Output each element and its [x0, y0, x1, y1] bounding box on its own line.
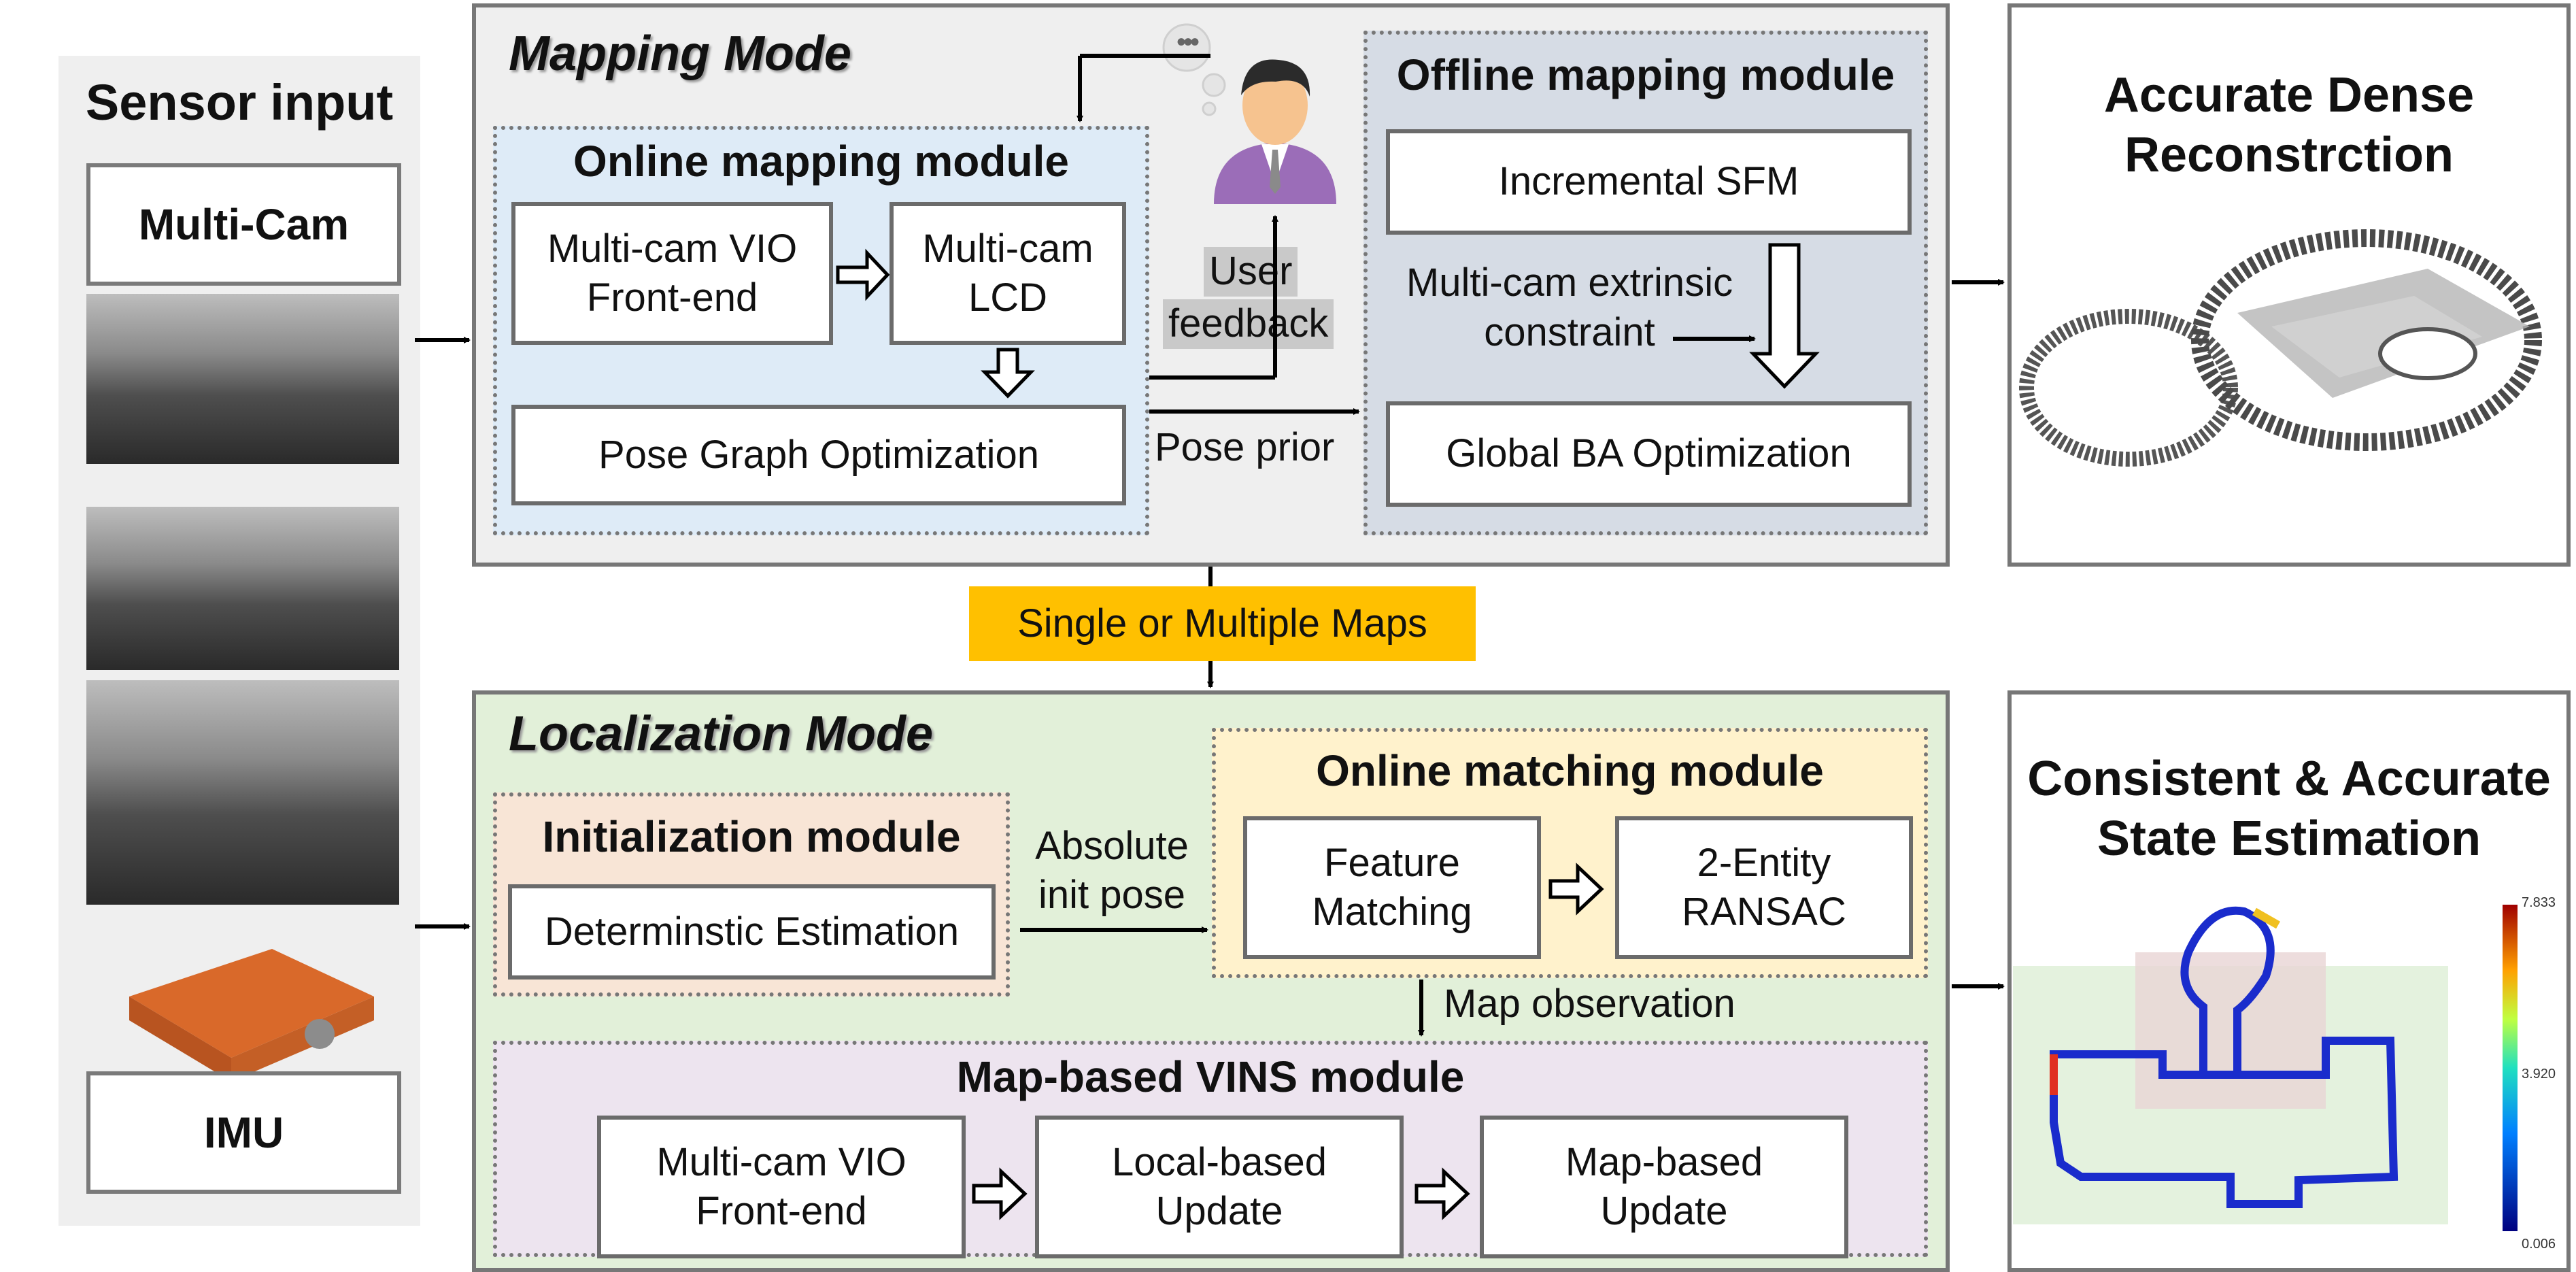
dense-pointcloud-image [2019, 229, 2542, 467]
pose-prior-label: Pose prior [1155, 425, 1335, 469]
colorbar-mid-label: 3.920 [2522, 1067, 2556, 1082]
dense-reconstruction-title: Accurate Dense Reconstrction [2103, 68, 2475, 182]
maps-label: Single or Multiple Maps [969, 586, 1476, 661]
user-thought-dots: ••• [1176, 27, 1200, 57]
online-mapping-title: Online mapping module [573, 137, 1069, 186]
global-ba-box: Global BA Optimization [1386, 401, 1912, 507]
deterministic-estimation-box: Determinstic Estimation [508, 884, 996, 980]
ransac-box: 2-Entity RANSAC [1615, 816, 1913, 959]
trajectory-map-image [2013, 905, 2518, 1231]
imu-box: IMU [86, 1071, 401, 1194]
camera-image-3 [86, 680, 399, 905]
absolute-init-pose-label: Absolute init pose [1035, 823, 1189, 918]
map-observation-label: Map observation [1444, 982, 1735, 1026]
initialization-title: Initialization module [542, 812, 961, 861]
camera-image-2 [86, 507, 399, 670]
local-based-update-box: Local-based Update [1035, 1116, 1404, 1258]
incremental-sfm-box: Incremental SFM [1386, 129, 1912, 235]
online-lcd-box: Multi-cam LCD [889, 202, 1126, 345]
camera-image-1 [86, 294, 399, 464]
online-matching-title: Online matching module [1316, 746, 1824, 795]
pose-graph-optimization-box: Pose Graph Optimization [511, 405, 1126, 505]
map-based-update-box: Map-based Update [1480, 1116, 1848, 1258]
user-icon [1162, 23, 1336, 204]
colorbar-min-label: 0.006 [2522, 1237, 2556, 1252]
mapping-mode-title: Mapping Mode [509, 27, 851, 81]
feature-matching-box: Feature Matching [1243, 816, 1541, 959]
extrinsic-constraint-label: Multi-cam extrinsic constraint [1406, 261, 1733, 354]
offline-mapping-title: Offline mapping module [1396, 50, 1895, 99]
vins-vio-box: Multi-cam VIO Front-end [597, 1116, 966, 1258]
multicam-box: Multi-Cam [86, 163, 401, 286]
online-vio-box: Multi-cam VIO Front-end [511, 202, 833, 345]
user-feedback-label-line1: User [1204, 247, 1298, 297]
colorbar-max-label: 7.833 [2522, 895, 2556, 910]
sensor-title: Sensor input [85, 73, 394, 131]
imu-device-image [129, 949, 374, 1082]
vins-title: Map-based VINS module [956, 1052, 1465, 1101]
dense-reconstruction-panel [2007, 3, 2571, 567]
user-feedback-label-line2: feedback [1163, 299, 1334, 349]
localization-mode-title: Localization Mode [509, 707, 934, 761]
state-estimation-title: Consistent & Accurate State Estimation [2027, 752, 2551, 866]
